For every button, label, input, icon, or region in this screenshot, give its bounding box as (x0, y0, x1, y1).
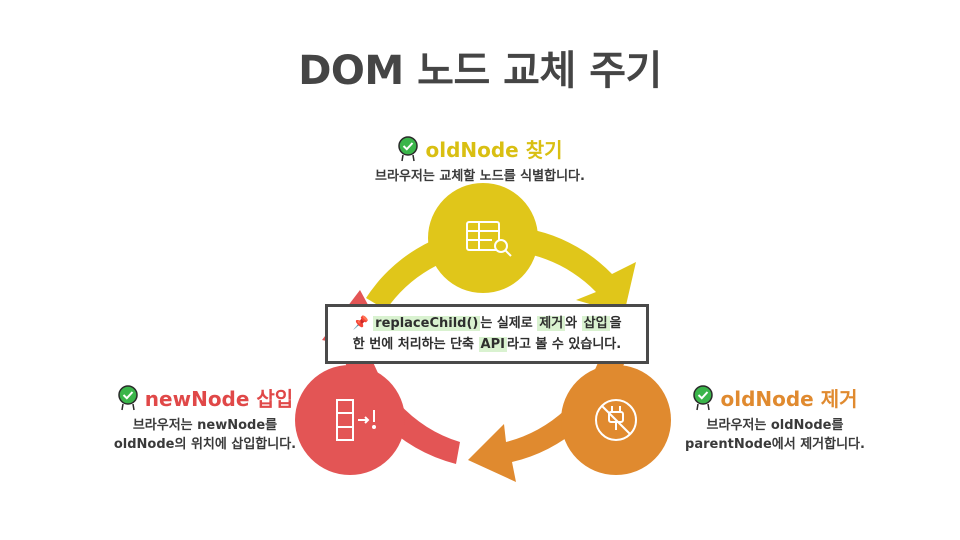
note-text: 을 (609, 316, 622, 331)
note-highlight-insert: 삽입 (581, 316, 610, 331)
check-badge-icon (118, 384, 138, 410)
step-remove-title-row: oldNode 제거 (630, 383, 920, 412)
step-remove: oldNode 제거 브라우저는 oldNode를 parentNode에서 제… (630, 383, 920, 454)
step-find-title: oldNode 찾기 (425, 138, 563, 162)
unplug-icon (595, 399, 637, 441)
note-text: 와 (565, 316, 582, 331)
step-remove-description: 브라우저는 oldNode를 parentNode에서 제거합니다. (630, 416, 920, 454)
page-title: DOM 노드 교체 주기 (298, 48, 662, 94)
step-insert-title: newNode 삽입 (144, 387, 294, 411)
node-insert (295, 365, 405, 475)
step-insert: newNode 삽입 브라우저는 newNode를 oldNode의 위치에 삽… (40, 383, 370, 454)
step-remove-desc-line2: parentNode에서 제거합니다. (685, 437, 865, 452)
step-insert-description: 브라우저는 newNode를 oldNode의 위치에 삽입합니다. (40, 416, 370, 454)
step-remove-title: oldNode 제거 (720, 387, 858, 411)
arc-orange (468, 352, 624, 482)
step-insert-desc-line2: oldNode의 위치에 삽입합니다. (113, 437, 297, 452)
step-find: oldNode 찾기 브라우저는 교체할 노드를 식별합니다. (330, 134, 630, 186)
note-text: 라고 볼 수 있습니다. (506, 337, 622, 352)
step-find-description: 브라우저는 교체할 노드를 식별합니다. (375, 169, 585, 184)
table-search-icon (466, 221, 512, 257)
note-text: 는 실제로 (480, 316, 538, 331)
check-badge-icon (693, 384, 714, 410)
note-text: 한 번에 처리하는 단축 (352, 337, 479, 352)
step-insert-title-row: newNode 삽입 (40, 383, 370, 412)
note-code: replaceChild() (373, 316, 481, 331)
step-find-title-row: oldNode 찾기 (330, 134, 630, 163)
check-badge-icon (398, 135, 419, 161)
pushpin-icon: 📌 (352, 316, 369, 331)
step-insert-desc-line1: 브라우저는 newNode를 (132, 418, 278, 433)
note-highlight-api: API (478, 337, 507, 352)
step-remove-desc-line1: 브라우저는 oldNode를 (706, 418, 844, 433)
insert-arrow-icon (336, 399, 376, 441)
node-find (428, 183, 538, 293)
note-highlight-remove: 제거 (537, 316, 566, 331)
